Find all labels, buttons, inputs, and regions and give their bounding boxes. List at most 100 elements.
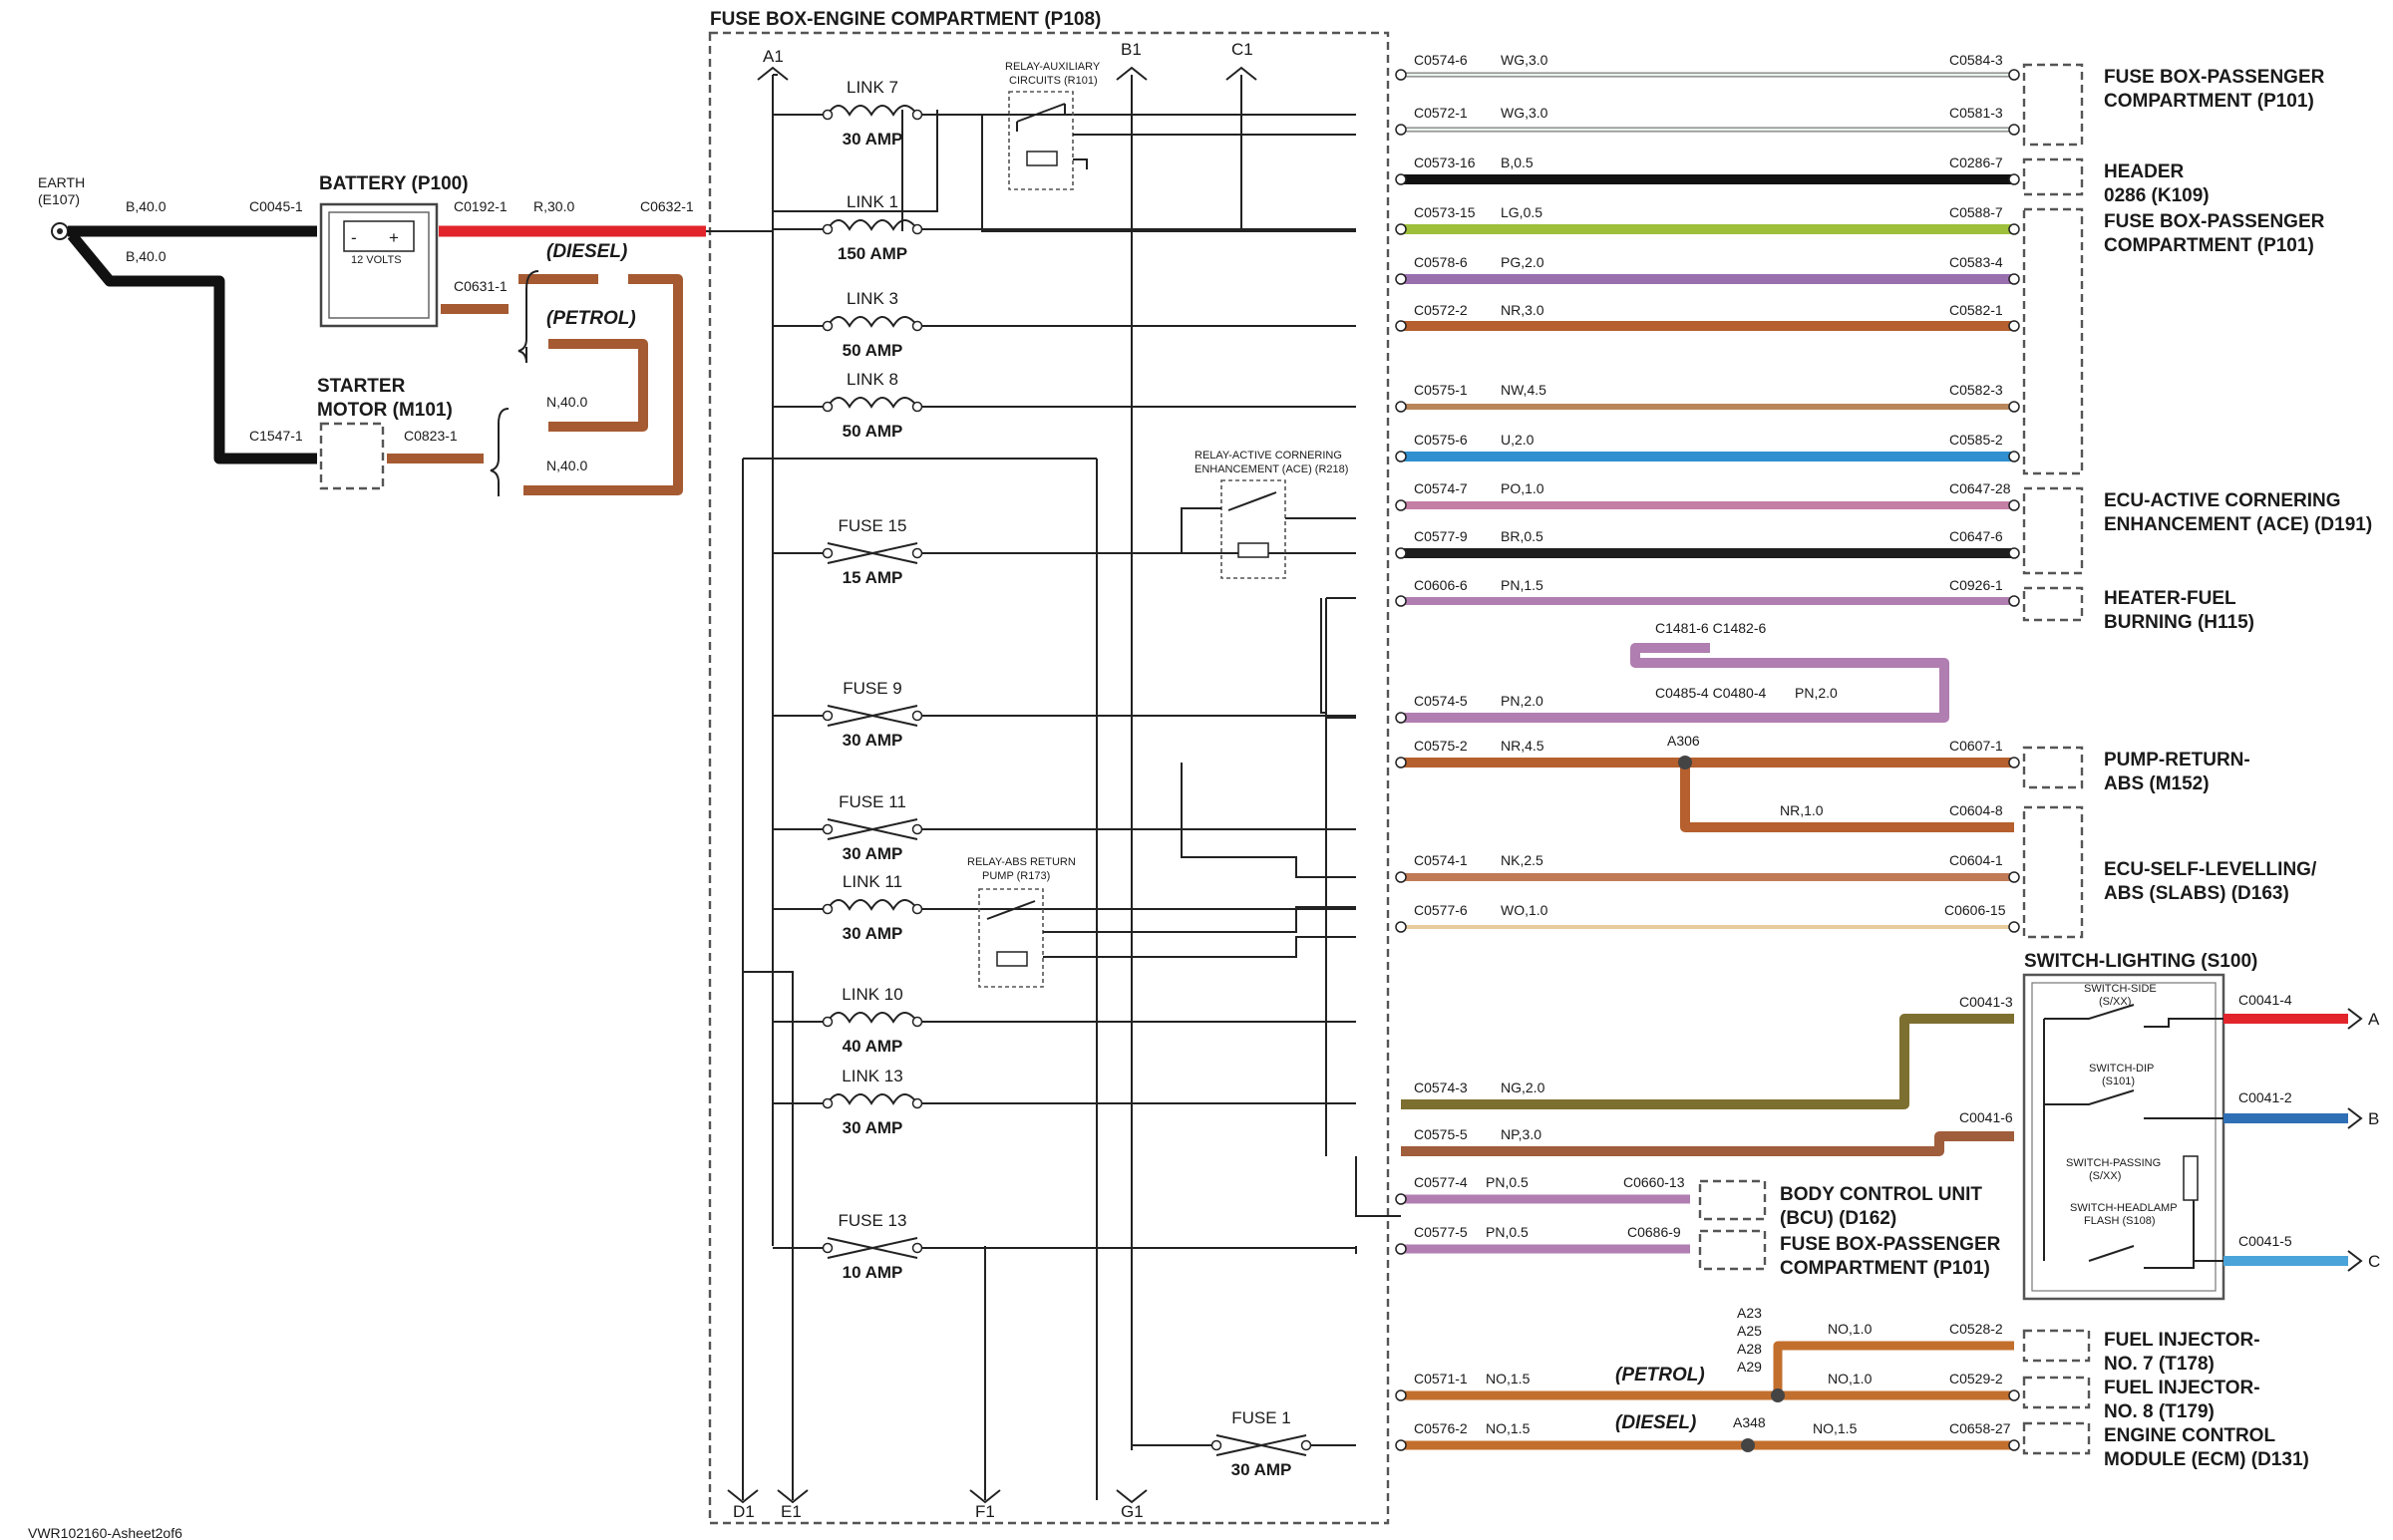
wire-code: WO,1.0: [1501, 902, 1548, 918]
fuse-rating: 30 AMP: [843, 731, 903, 750]
fuse-name: LINK 10: [842, 985, 902, 1004]
node-b1: [1116, 66, 1148, 81]
fuse-rating: 40 AMP: [843, 1037, 903, 1056]
switch-out-b-conn: C0041-2: [2238, 1089, 2292, 1105]
loop-top-label: C1481-6 C1482-6: [1655, 620, 1767, 636]
relay-abs-line1: RELAY-ABS RETURN: [967, 856, 1076, 868]
splice-a23: [1771, 1388, 1785, 1402]
wire-left-conn: C0574-1: [1414, 852, 1468, 868]
wire-right-conn: C0584-3: [1949, 52, 2003, 68]
wire-left-conn: C0572-1: [1414, 105, 1468, 121]
node-e1-label: E1: [781, 1502, 802, 1521]
node-c1: [1225, 66, 1257, 81]
switch-out-b: B: [2368, 1109, 2379, 1128]
wire-code: WG,3.0: [1501, 105, 1548, 121]
component-boxes: [1698, 63, 2091, 1455]
wire-code: NO,1.5: [1486, 1420, 1531, 1436]
fuse-name: FUSE 1: [1231, 1408, 1291, 1427]
conn-c0631: C0631-1: [454, 278, 508, 294]
fuse-name: LINK 1: [847, 192, 898, 211]
battery-caption: 12 VOLTS: [351, 254, 402, 266]
wire-right-conn: C0606-15: [1944, 902, 2006, 918]
wire-code: PN,0.5: [1486, 1224, 1529, 1240]
relay-abs: [978, 888, 1044, 988]
wire-right-conn: C0529-2: [1949, 1371, 2003, 1386]
wire-b400-bot: B,40.0: [126, 248, 167, 264]
wire-right-conn: C0660-13: [1623, 1174, 1685, 1190]
battery-minus: -: [351, 228, 357, 247]
wire-code: NP,3.0: [1501, 1126, 1541, 1142]
wire-right-conn: C0686-9: [1627, 1224, 1681, 1240]
component-id: ABS (M152): [2104, 773, 2210, 794]
component-id: MODULE (ECM) (D131): [2104, 1449, 2309, 1470]
node-f1-label: F1: [975, 1502, 995, 1521]
earth-id: (E107): [38, 191, 80, 207]
conn-c1547: C1547-1: [249, 428, 303, 444]
label-petrol-left: (PETROL): [546, 308, 636, 329]
component-name: FUSE BOX-PASSENGER: [2104, 211, 2325, 232]
wire-code: NO,1.0: [1828, 1371, 1873, 1386]
node-d1-label: D1: [733, 1502, 755, 1521]
wire-right-conn: C0528-2: [1949, 1321, 2003, 1337]
bus-lines: [706, 74, 1242, 1500]
switch-lighting: [2022, 973, 2225, 1301]
wire-n400-top: N,40.0: [546, 394, 587, 410]
relay-aux-line1: RELAY-AUXILIARY: [1005, 61, 1101, 73]
wire-code: PO,1.0: [1501, 480, 1544, 496]
fuse-name: FUSE 9: [843, 679, 902, 698]
fuse-name: LINK 8: [847, 370, 898, 389]
switch-passing-label: SWITCH-PASSING: [2066, 1157, 2161, 1169]
component-name: BODY CONTROL UNIT: [1780, 1184, 1982, 1205]
wire-run: C0577-6 WO,1.0 C0606-15: [1395, 902, 2020, 933]
wire-code: NG,2.0: [1501, 1079, 1545, 1095]
wire-b400-top: B,40.0: [126, 198, 167, 214]
battery-title: BATTERY (P100): [319, 173, 469, 194]
wire-left-conn: C0577-4: [1414, 1174, 1468, 1190]
component-name: ECU-ACTIVE CORNERING: [2104, 490, 2341, 511]
switch-out-c-conn: C0041-5: [2238, 1233, 2292, 1249]
wire-left-conn: C0577-6: [1414, 902, 1468, 918]
wire-right-conn: C0604-8: [1949, 802, 2003, 818]
wire-code: PN,2.0: [1501, 693, 1543, 709]
node-a1: [757, 66, 789, 81]
fuse-rating: 30 AMP: [843, 844, 903, 863]
starter-motor: [319, 422, 385, 490]
wire-left-conn: C0573-15: [1414, 204, 1476, 220]
switch-out-a-conn: C0041-4: [2238, 992, 2292, 1008]
switch-side-label: SWITCH-SIDE: [2084, 983, 2157, 995]
relay-abs-line2: PUMP (R173): [982, 870, 1050, 882]
wire-right-conn: C0041-3: [1959, 994, 2013, 1010]
wire-run: NO,1.5: [1813, 1420, 1858, 1436]
fuse-link-1: LINK 1 150 AMP: [773, 192, 1356, 263]
node-d1: [727, 1489, 759, 1504]
component-id: ABS (SLABS) (D163): [2104, 883, 2289, 904]
relay-ace-line1: RELAY-ACTIVE CORNERING: [1195, 450, 1342, 462]
component-id: COMPARTMENT (P101): [2104, 91, 2314, 112]
wire-pn-loop: [1630, 643, 1949, 723]
fuse-fuse-9: FUSE 9 30 AMP: [773, 679, 1356, 750]
loop-mid-label: C0485-4 C0480-4: [1655, 685, 1767, 701]
fuse-rating: 50 AMP: [843, 341, 903, 360]
wire-n400-bot: N,40.0: [546, 458, 587, 473]
wire-code: NW,4.5: [1501, 382, 1546, 398]
splice-a348-label: A348: [1733, 1414, 1766, 1430]
wire-right-conn: C0604-1: [1949, 852, 2003, 868]
wire-ng-to-switch: [1401, 1014, 2014, 1109]
switch-flash-label: SWITCH-HEADLAMP: [2070, 1202, 2178, 1214]
wire-code: BR,0.5: [1501, 528, 1543, 544]
splice-a23-label: A23: [1737, 1305, 1762, 1321]
fuse-rating: 150 AMP: [838, 244, 907, 263]
node-g1: [1116, 1489, 1148, 1504]
